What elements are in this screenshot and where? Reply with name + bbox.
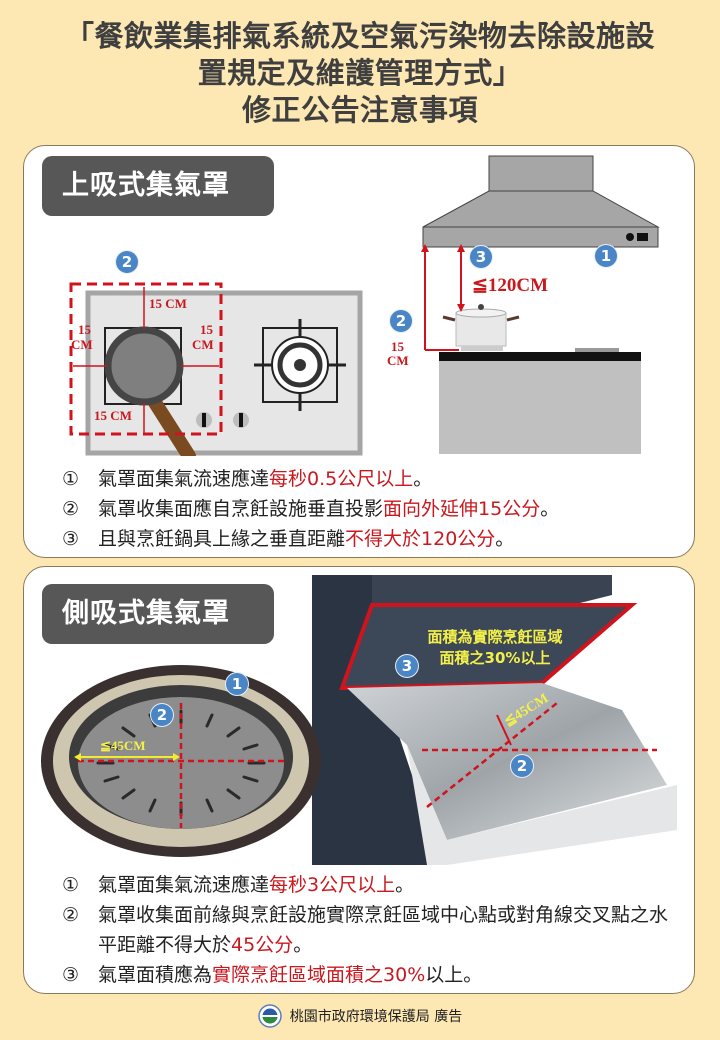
hood-diagram: 1 3 2 ≦120CM 15 CM	[379, 154, 679, 458]
badge-2-griddle: 2	[511, 755, 533, 777]
grill-photo: 1 2 ≦45CM	[38, 663, 328, 858]
footer-agency: 桃園市政府環境保護局 廣告	[289, 1009, 463, 1025]
side-rules-list: ① 氣罩面集氣流速應達每秒3公尺以上。 ② 氣罩收集面前緣與烹飪設施實際烹飪區域…	[62, 870, 668, 990]
section-heading-side: 側吸式集氣罩	[42, 584, 274, 644]
title-line-1: 「餐飲業集排氣系統及空氣污染物去除設施設	[64, 19, 655, 53]
dim-right-unit: CM	[192, 337, 214, 352]
dim-side-value: 15	[391, 339, 404, 354]
stove-illustration	[69, 282, 363, 463]
grill-illustration	[41, 665, 321, 857]
rule-item: ② 氣罩收集面應自烹飪設施垂直投影面向外延伸15公分。	[62, 498, 560, 520]
rule-item: ① 氣罩面集氣流速應達每秒3公尺以上。	[62, 874, 415, 896]
page-title: 「餐飲業集排氣系統及空氣污染物去除設施設 置規定及維護管理方式」 修正公告注意事…	[0, 18, 720, 129]
badge-2-grill: 2	[151, 704, 173, 726]
rule-item: ① 氣罩面集氣流速應達每秒0.5公尺以上。	[62, 468, 433, 490]
rule-item: ② 氣罩收集面前緣與烹飪設施實際烹飪區域中心點或對角線交叉點之水平距離不得大於4…	[62, 904, 669, 956]
badge-1-grill: 1	[226, 673, 248, 695]
epb-logo-icon	[258, 1004, 282, 1028]
hood-illustration	[421, 155, 660, 458]
area-note: 面積為實際烹飪區域 面積之30%以上	[427, 628, 563, 667]
dim-bottom: 15 CM	[94, 408, 132, 423]
side-hood-section: 面積為實際烹飪區域 面積之30%以上 3 2 ≦45CM 側吸式集氣罩	[23, 566, 695, 994]
badge-1: 1	[595, 245, 617, 267]
footer: 桃園市政府環境保護局 廣告	[0, 1004, 720, 1028]
overhead-rules-list: ① 氣罩面集氣流速應達每秒0.5公尺以上。 ② 氣罩收集面應自烹飪設施垂直投影面…	[62, 464, 668, 554]
dim-side-unit: CM	[387, 353, 409, 368]
rule-item: ③ 氣罩面積應為實際烹飪區域面積之30%以上。	[62, 964, 483, 986]
dim-left-unit: CM	[71, 337, 93, 352]
griddle-photo: 面積為實際烹飪區域 面積之30%以上 3 2 ≦45CM	[312, 575, 692, 865]
overhead-hood-section: 上吸式集氣罩 2 15 CM	[23, 145, 695, 558]
dim-radius-grill: ≦45CM	[100, 738, 146, 753]
rule-item: ③ 且與烹飪鍋具上緣之垂直距離不得大於120公分。	[62, 528, 515, 550]
stove-diagram: 2 15 CM 15 CM 15 CM 15 CM	[64, 241, 364, 463]
badge-2: 2	[116, 251, 138, 273]
title-line-3: 修正公告注意事項	[241, 93, 478, 127]
dim-height-limit: ≦120CM	[472, 275, 549, 296]
dim-right-value: 15	[200, 322, 213, 337]
dim-top: 15 CM	[149, 296, 187, 311]
griddle-illustration	[312, 575, 677, 865]
badge-3: 3	[470, 246, 492, 268]
title-line-2: 置規定及維護管理方式」	[197, 56, 523, 90]
section-heading-overhead: 上吸式集氣罩	[42, 156, 274, 216]
badge-2-side: 2	[390, 310, 412, 332]
badge-3-griddle: 3	[396, 655, 418, 677]
dim-left-value: 15	[78, 322, 91, 337]
